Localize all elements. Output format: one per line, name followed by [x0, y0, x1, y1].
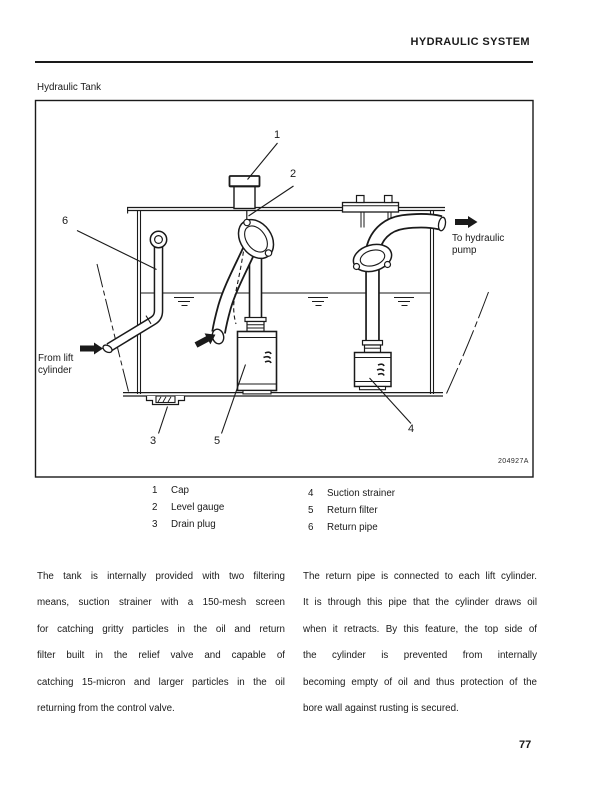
suction-assembly [341, 194, 447, 391]
suction-strainer-canister [353, 351, 392, 391]
to-hydraulic-pump-label: To hydraulic pump [452, 233, 505, 256]
flow-arrow-return-inlet [194, 333, 216, 348]
callout-3-drain-plug: 3 [150, 435, 157, 447]
text-line: returning from the control valve. [37, 703, 175, 715]
legend-item-label: Return filter [327, 505, 378, 516]
legend-item-label: Return pipe [327, 522, 378, 533]
page-header-title: HYDRAULIC SYSTEM [410, 36, 530, 48]
text-line: becoming empty of oil and thus protectio… [303, 676, 537, 688]
return-flange [237, 218, 275, 260]
legend-item: 3 Drain plug [152, 519, 224, 536]
text-line: The tank is internally provided with two… [37, 571, 285, 582]
figure-frame [34, 99, 534, 478]
breakaway-curves [96, 263, 489, 394]
legend-item: 6 Return pipe [308, 522, 395, 539]
legend-item-number: 3 [152, 519, 158, 530]
text-line: for catching gritty particles in the oil… [37, 623, 285, 635]
from-lift-cylinder-label: From lift cylinder [38, 353, 74, 376]
text-line: the cylinder is prevented from internall… [303, 650, 537, 662]
drain-plug [145, 395, 186, 406]
legend-item-label: Cap [171, 485, 189, 496]
oil-surface-mark [394, 297, 414, 306]
callout-2-level-gauge: 2 [290, 168, 297, 180]
legend-column-left: 1 Cap 2 Level gauge 3 Drain plug [152, 485, 224, 536]
callout-6-return-pipe: 6 [62, 215, 69, 227]
legend-item: 4 Suction strainer [308, 488, 395, 505]
callout-4-suction-strainer: 4 [408, 423, 415, 435]
text-line: It is through this pipe that the cylinde… [303, 597, 537, 609]
legend-item-number: 2 [152, 502, 158, 513]
header-rule [35, 61, 533, 63]
text-line: means, suction strainer with a 150-mesh … [37, 597, 285, 609]
legend-item-number: 1 [152, 485, 158, 496]
filler-cap [228, 175, 261, 210]
text-line: filter built in the relief valve and cap… [37, 650, 285, 662]
body-text: The tank is internally provided with two… [37, 570, 553, 715]
legend-column-right: 4 Suction strainer 5 Return filter 6 Return… [308, 488, 395, 539]
figure-title: Hydraulic Tank [37, 82, 102, 93]
legend-item-number: 5 [308, 505, 314, 516]
oil-level-line [141, 292, 430, 306]
legend-item-label: Suction strainer [327, 488, 396, 499]
legend-item: 1 Cap [152, 485, 224, 502]
text-line: catching 15-micron and larger particles … [37, 676, 285, 688]
callout-1-cap: 1 [274, 129, 281, 141]
legend-item-number: 4 [308, 488, 314, 499]
flow-arrow-from-lift-cylinder [80, 342, 103, 355]
legend-item-number: 6 [308, 522, 314, 533]
legend-item-label: Drain plug [171, 519, 216, 530]
return-filter-canister [236, 330, 278, 395]
text-line: The return pipe is connected to each lif… [303, 571, 537, 582]
return-filter-assembly [211, 211, 278, 395]
oil-surface-mark [174, 297, 194, 306]
return-pipe [102, 230, 168, 354]
text-line: when it retracts. By this feature, the t… [303, 623, 537, 635]
tank-shell [123, 206, 445, 397]
suction-mounting-plate [341, 194, 400, 228]
suction-flange [352, 243, 393, 273]
body-paragraph-right: The return pipe is connected to each lif… [303, 570, 537, 715]
legend-item-label: Level gauge [171, 502, 225, 513]
legend-item: 2 Level gauge [152, 502, 224, 519]
body-paragraph-left: The tank is internally provided with two… [37, 570, 285, 715]
page-number: 77 [519, 739, 532, 751]
callout-leader-lines [76, 142, 412, 434]
flow-arrow-to-pump [455, 216, 478, 228]
figure-reference-code: 204927A [498, 458, 529, 465]
legend-item: 5 Return filter [308, 505, 395, 522]
oil-surface-mark [308, 297, 328, 306]
text-line: bore wall against rusting is secured. [303, 703, 459, 715]
callout-5-return-filter: 5 [214, 435, 221, 447]
